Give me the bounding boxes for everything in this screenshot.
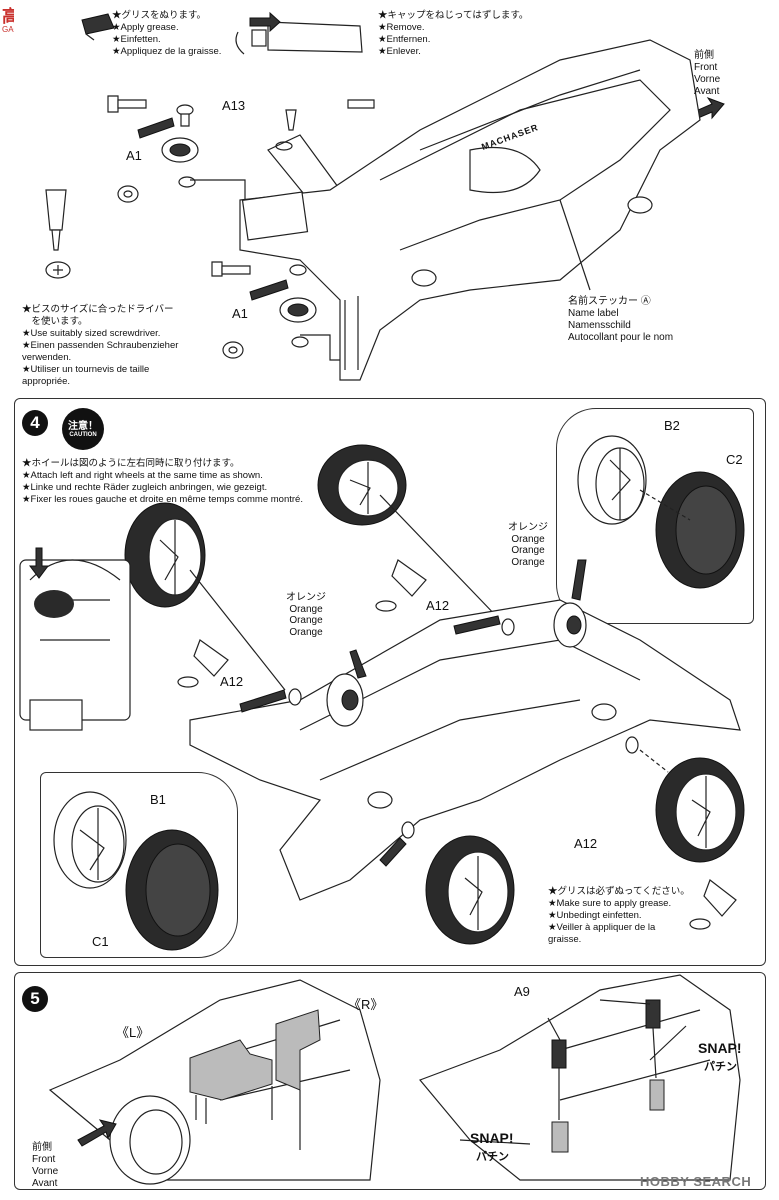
grease-arrow-icon — [571, 559, 587, 601]
watermark-hobby-search: HOBBY SEARCH — [640, 1174, 752, 1189]
part-label-a12-bottom: A12 — [574, 836, 598, 851]
orange-label-right: オレンジ Orange Orange Orange — [508, 522, 548, 568]
screwdriver-icon — [45, 189, 71, 279]
part-label-a9: A9 — [514, 984, 530, 999]
part-label-b2: B2 — [664, 418, 680, 433]
caution-badge: 注意！ CAUTION — [62, 408, 104, 450]
gear-right — [553, 602, 587, 648]
caution-jp: 注意！ — [68, 421, 98, 432]
screwdriver-instruction: ★ビスのサイズに合ったドライバー を使います。 ★Use suitably si… — [22, 304, 179, 387]
part-label-a1-bottom: A1 — [232, 306, 248, 321]
hand-pushing-illustration — [19, 547, 131, 731]
wheel-top-left — [124, 502, 286, 691]
wheel-b1 — [53, 791, 127, 889]
tire-c1 — [125, 829, 219, 951]
part-label-a13: A13 — [222, 98, 246, 113]
part-label-a1-top: A1 — [126, 148, 142, 163]
grease-instruction: ★グリスをぬります。 ★Apply grease. ★Einfetten. ★A… — [112, 10, 222, 57]
a12-ring-d — [401, 821, 415, 839]
grease-arrow-icon — [349, 649, 367, 679]
grease-tube-icon — [689, 879, 737, 930]
step-number-5: 5 — [22, 986, 48, 1012]
wheel-b2 — [577, 435, 647, 525]
grease-warning: ★グリスは必ずぬってください。 ★Make sure to apply grea… — [548, 886, 690, 945]
snap-label-left-jp: パチン — [476, 1151, 509, 1163]
bracket-l — [189, 1039, 273, 1101]
bracket-r — [275, 1009, 321, 1091]
bracket-label-r: 《R》 — [348, 997, 384, 1012]
tire-c2 — [639, 471, 745, 589]
a12-ring-a — [288, 688, 302, 706]
grease-tube-icon — [177, 639, 229, 688]
orange-label-left: オレンジ Orange Orange Orange — [286, 592, 326, 638]
screw-icon — [107, 95, 147, 113]
part-label-a12-left: A12 — [220, 674, 244, 689]
a9-clip-left — [551, 1039, 569, 1153]
part-label-c2: C2 — [726, 452, 743, 467]
cap-instruction: ★キャップをねじってはずします。 ★Remove. ★Entfernen. ★E… — [378, 10, 529, 57]
front-direction-label: 前側 Front Vorne Avant — [694, 50, 721, 97]
front-arrow-icon — [77, 1119, 117, 1147]
grease-tube-icon — [81, 13, 115, 41]
wheel-top-center — [317, 444, 501, 621]
snap-label-left: SNAP! — [470, 1130, 514, 1146]
chassis-step4 — [189, 599, 741, 901]
bearing-assembly-bottom — [211, 261, 317, 359]
gear-left — [326, 673, 364, 727]
a9-clip-right — [645, 999, 665, 1111]
snap-label-right-jp: パチン — [704, 1061, 737, 1073]
grease-arrow-icon — [453, 615, 501, 635]
chassis-step3 — [239, 39, 701, 381]
part-label-c1: C1 — [92, 934, 109, 949]
grease-tube-icon — [375, 559, 427, 612]
step-number-4: 4 — [22, 410, 48, 436]
bracket-label-l: 《L》 — [116, 1025, 150, 1040]
wheel-bottom-center — [425, 835, 515, 945]
a12-ring-c — [625, 736, 639, 754]
wheel-bottom-right — [655, 757, 745, 863]
caution-en: CAUTION — [69, 432, 97, 438]
cap-remove-icon — [235, 11, 363, 55]
bearing-assembly-top — [117, 104, 199, 203]
wheel-instruction: ★ホイールは図のように左右同時に取り付けます。 ★Attach left and… — [22, 458, 303, 505]
snap-label-right: SNAP! — [698, 1040, 742, 1056]
part-label-a12-upper: A12 — [426, 598, 450, 613]
grease-arrow-icon — [239, 689, 287, 713]
name-label-caption: 名前ステッカー Ⓐ Name label Namensschild Autoco… — [568, 296, 674, 343]
grease-arrow-icon — [379, 837, 407, 867]
a12-ring-b — [501, 618, 515, 636]
chassis-step5-right — [418, 974, 741, 1181]
part-label-b1: B1 — [150, 792, 166, 807]
front-direction-label-step5: 前側 Front Vorne Avant — [32, 1142, 59, 1189]
